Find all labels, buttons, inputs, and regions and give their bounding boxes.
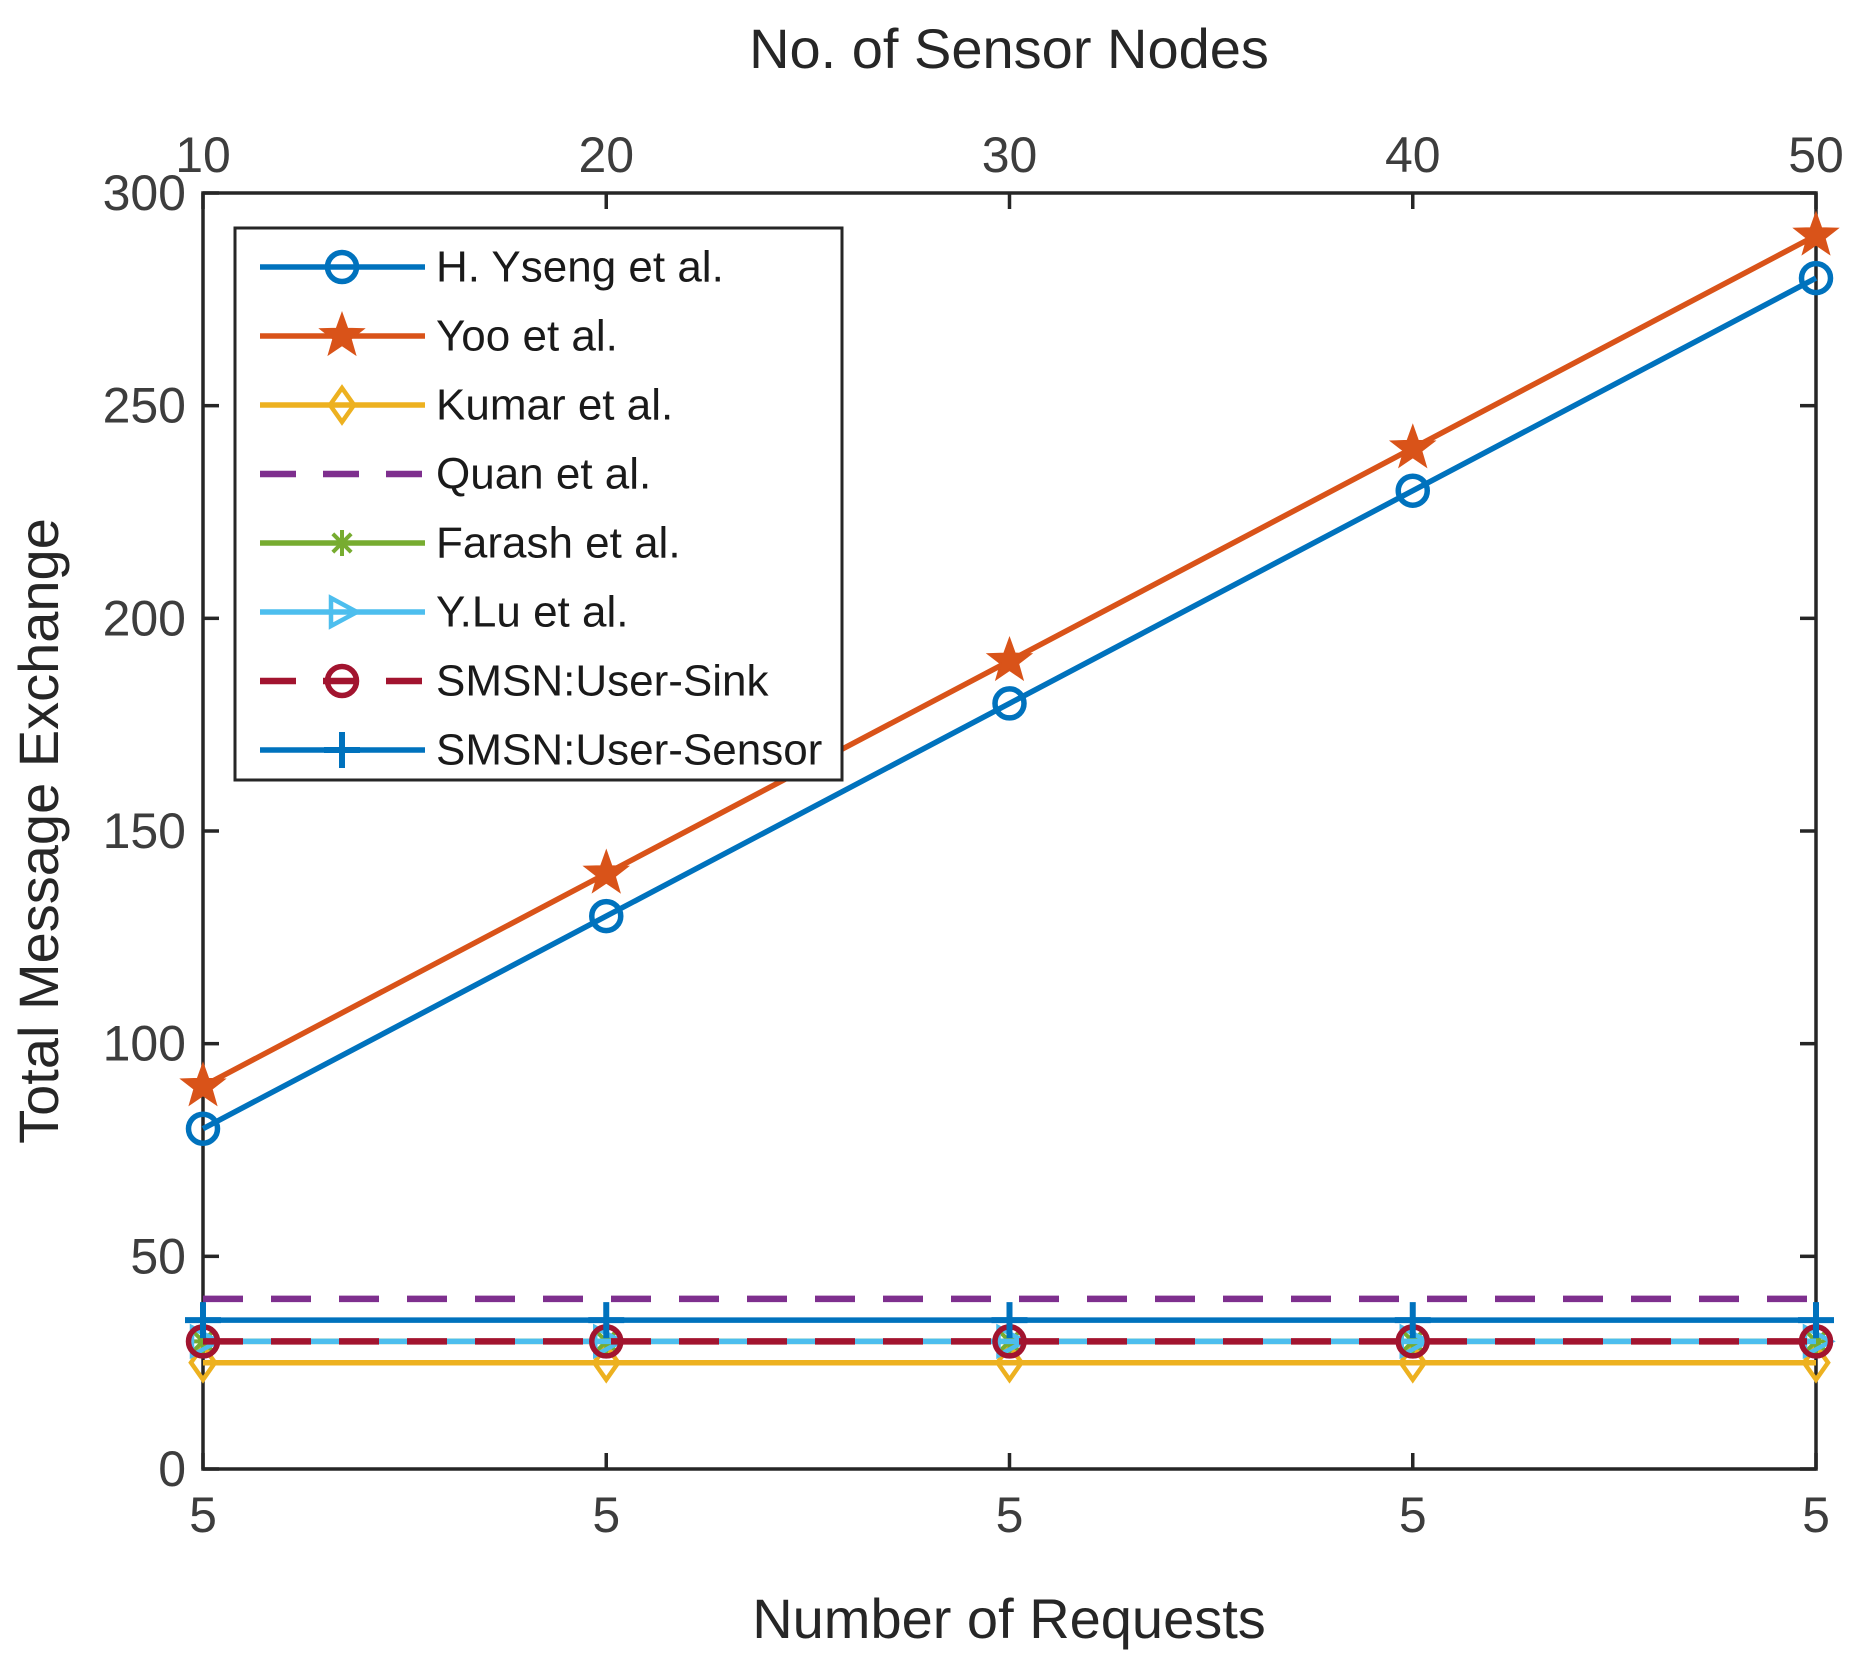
marker-circle (589, 898, 624, 934)
legend-label: Yoo et al. (436, 312, 618, 361)
y-axis-title: Total Message Exchange (7, 518, 70, 1144)
legend-label: Farash et al. (436, 519, 681, 568)
marker-star (318, 311, 366, 357)
marker-star (179, 1061, 227, 1107)
x-tick-label: 5 (1802, 1487, 1830, 1543)
legend-samples (260, 249, 425, 768)
marker-plus (324, 732, 360, 768)
marker-circle (1395, 473, 1430, 508)
legend: H. Yseng et al. Yoo et al. Kumar et al. … (233, 226, 844, 782)
marker-plus (1394, 1302, 1431, 1339)
legend-box (233, 226, 844, 782)
x-tick-label: 5 (996, 1487, 1024, 1543)
marker-diamond (188, 1341, 218, 1384)
top-tick-label: 30 (982, 127, 1038, 183)
marker-circle (324, 249, 360, 285)
plot-border (201, 191, 1818, 1471)
marker-diamond (1397, 1341, 1428, 1384)
top-axis-title: No. of Sensor Nodes (749, 17, 1269, 80)
y-tick-label: 250 (103, 378, 186, 434)
legend-label: Quan et al. (436, 450, 651, 499)
marker-star (1388, 423, 1437, 469)
x-tick-label: 5 (189, 1487, 217, 1543)
legend-label: SMSN:User-Sink (436, 657, 769, 706)
marker-circle (992, 686, 1027, 721)
x-tick-label: 5 (592, 1487, 620, 1543)
top-tick-label: 20 (578, 127, 634, 183)
y-tick-label: 150 (103, 803, 186, 859)
marker-diamond (591, 1341, 622, 1384)
marker-plus (185, 1302, 221, 1339)
x-axis-title: Number of Requests (752, 1587, 1266, 1650)
marker-asterisk (329, 530, 355, 556)
marker-star (985, 635, 1034, 682)
series-1 (179, 210, 1840, 1107)
marker-circle (324, 663, 360, 699)
marker-circle (185, 1111, 221, 1146)
marker-diamond (1801, 1341, 1831, 1384)
top-tick-label: 40 (1385, 127, 1441, 183)
top-tick-label: 50 (1788, 127, 1844, 183)
legend-label: Kumar et al. (436, 381, 673, 430)
top-tick-label: 10 (175, 127, 231, 183)
y-tick-label: 50 (130, 1228, 186, 1284)
series-layer (179, 210, 1840, 1384)
marker-star (582, 848, 631, 894)
series-0 (185, 260, 1834, 1146)
series-2 (188, 1341, 1831, 1384)
y-tick-label: 100 (103, 1016, 186, 1072)
marker-triangle-right (328, 594, 362, 630)
legend-label: Y.Lu et al. (436, 588, 628, 637)
marker-plus (588, 1302, 625, 1339)
y-tick-label: 300 (103, 165, 186, 221)
series-7 (185, 1302, 1834, 1339)
marker-diamond (327, 384, 357, 426)
legend-label: H. Yseng et al. (436, 243, 724, 292)
x-tick-label: 5 (1399, 1487, 1427, 1543)
y-tick-label: 200 (103, 590, 186, 646)
y-tick-label: 0 (158, 1441, 186, 1497)
legend-label: SMSN:User-Sensor (436, 726, 822, 775)
marker-diamond (994, 1341, 1025, 1384)
marker-plus (1798, 1302, 1834, 1339)
marker-circle (1798, 260, 1834, 296)
series-line (201, 275, 1818, 1132)
marker-star (1792, 210, 1840, 256)
marker-plus (991, 1302, 1028, 1339)
